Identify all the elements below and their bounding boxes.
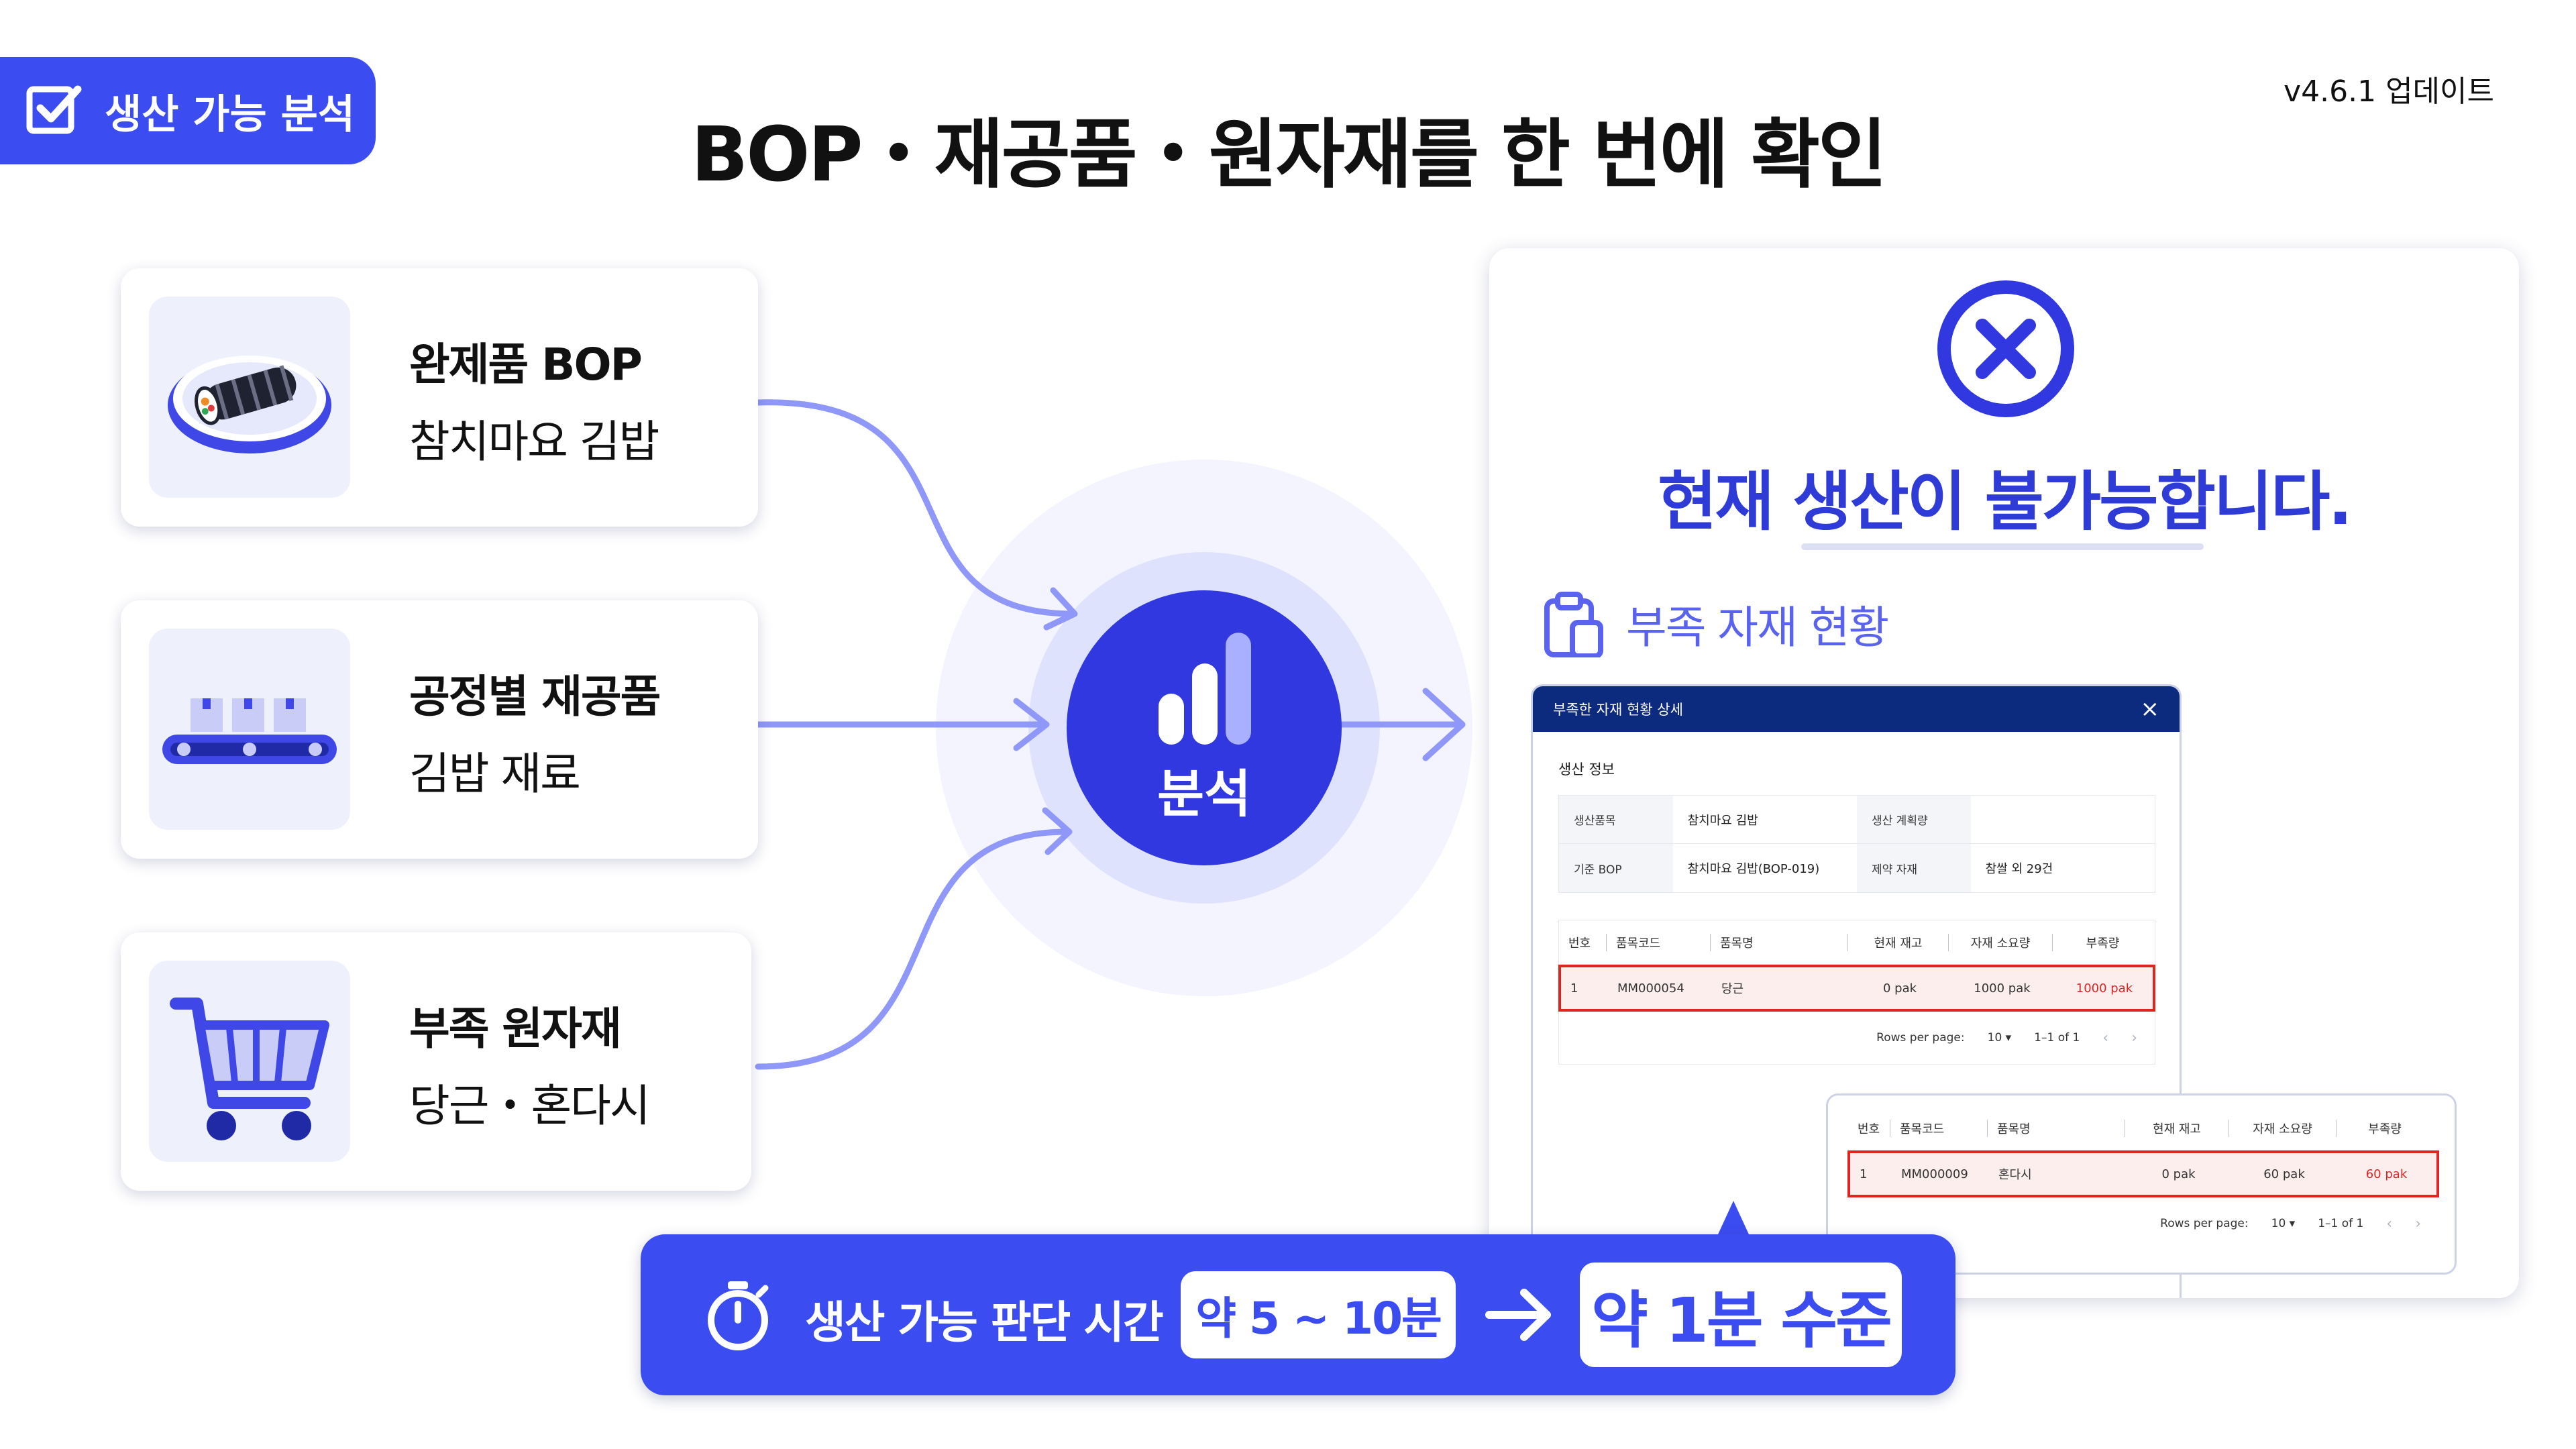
cell-no: 1 xyxy=(1570,981,1578,996)
page-range: 1–1 of 1 xyxy=(2034,1031,2080,1044)
table-row[interactable]: 1 MM000009 혼다시 0 pak 60 pak 60 pak xyxy=(1847,1150,2439,1197)
close-icon[interactable]: × xyxy=(2140,696,2160,722)
rows-per-page-value: 10 xyxy=(1987,1031,2002,1044)
shortage-table: 번호 품목코드 품목명 현재 재고 자재 소요량 부족량 1 MM000009 … xyxy=(1847,1106,2439,1250)
dialog-header: 부족한 자재 현황 상세 × xyxy=(1533,686,2180,732)
feature-badge: 생산 가능 분석 xyxy=(0,57,376,164)
conveyor-icon xyxy=(149,629,350,830)
cell-code: MM000054 xyxy=(1617,981,1684,996)
column-header: 현재 재고 xyxy=(2125,1119,2229,1137)
cell-stock: 0 pak xyxy=(2161,1167,2196,1181)
prev-page-icon[interactable]: ‹ xyxy=(2386,1215,2393,1232)
time-label: 생산 가능 판단 시간 xyxy=(805,1297,1164,1348)
input-title: 완제품 BOP xyxy=(409,339,643,390)
cell-required: 60 pak xyxy=(2263,1167,2305,1181)
result-panel: 현재 생산이 불가능합니다. 부족 자재 현황 부족한 자재 현황 상세 × 생… xyxy=(1489,248,2519,1298)
cell-no: 1 xyxy=(1860,1167,1868,1181)
status-text: 현재 생산이 불가능합니다. xyxy=(1658,464,2353,539)
time-comparison-bar: 생산 가능 판단 시간 약 5 ~ 10분 약 1분 수준 xyxy=(641,1234,1955,1395)
info-label: 제약 자재 xyxy=(1857,844,1971,892)
input-title: 부족 원자재 xyxy=(409,1003,622,1055)
rows-per-page-label: Rows per page: xyxy=(1876,1031,1965,1044)
info-label: 생산 계획량 xyxy=(1857,796,1971,843)
next-page-icon[interactable]: › xyxy=(2131,1029,2137,1046)
rows-per-page-select[interactable]: 10 ▾ xyxy=(2271,1217,2296,1230)
shortage-table: 번호 품목코드 품목명 현재 재고 자재 소요량 부족량 1 MM000054 … xyxy=(1558,920,2155,1065)
cell-name: 당근 xyxy=(1721,982,1744,996)
info-value: 참쌀 외 29건 xyxy=(1985,862,2053,876)
section-header: 부족 자재 현황 xyxy=(1542,590,1889,657)
clipboard-icon xyxy=(1544,592,1603,657)
input-subtitle: 참치마요 김밥 xyxy=(409,416,659,468)
rows-per-page-label: Rows per page: xyxy=(2160,1217,2249,1230)
column-header: 품목명 xyxy=(1710,933,1847,951)
info-section-title: 생산 정보 xyxy=(1558,761,1615,777)
column-header: 부족량 xyxy=(2052,933,2153,951)
column-header: 자재 소요량 xyxy=(2229,1119,2336,1137)
info-value xyxy=(1971,796,2155,843)
cell-shortage: 1000 pak xyxy=(2076,981,2133,996)
table-header: 번호 품목코드 품목명 현재 재고 자재 소요량 부족량 xyxy=(1559,920,2155,965)
info-value: 참치마요 김밥 xyxy=(1687,813,1758,828)
cell-code: MM000009 xyxy=(1901,1167,1968,1181)
input-subtitle: 김밥 재료 xyxy=(409,748,581,800)
section-title: 부족 자재 현황 xyxy=(1626,602,1889,653)
input-subtitle: 당근・혼다시 xyxy=(409,1080,651,1132)
input-card-bop: 완제품 BOP 참치마요 김밥 xyxy=(121,268,758,527)
table-row[interactable]: 1 MM000054 당근 0 pak 1000 pak 1000 pak xyxy=(1558,965,2155,1012)
dropdown-caret-icon: ▾ xyxy=(2005,1031,2012,1044)
divider xyxy=(1801,543,2204,550)
x-circle-icon xyxy=(1937,280,2074,417)
info-label: 생산품목 xyxy=(1559,796,1673,843)
prev-page-icon[interactable]: ‹ xyxy=(2102,1029,2109,1046)
pagination: Rows per page: 10 ▾ 1–1 of 1 ‹ › xyxy=(1848,1197,2438,1250)
input-card-material: 부족 원자재 당근・혼다시 xyxy=(121,932,751,1191)
input-card-wip: 공정별 재공품 김밥 재료 xyxy=(121,600,758,859)
column-header: 품목코드 xyxy=(1890,1119,1987,1137)
cell-name: 혼다시 xyxy=(1998,1168,2032,1182)
checkbox-icon xyxy=(26,85,82,134)
analysis-hub: 분석 xyxy=(1067,590,1342,865)
gimbap-icon xyxy=(149,297,350,498)
production-info: 생산품목 참치마요 김밥 생산 계획량 기준 BOP 참치마요 김밥(BOP-0… xyxy=(1558,795,2155,893)
rows-per-page-select[interactable]: 10 ▾ xyxy=(1988,1031,2012,1044)
stopwatch-icon xyxy=(708,1281,769,1350)
page-title: BOP・재공품・원자재를 한 번에 확인 xyxy=(690,111,1887,199)
table-header: 번호 품목코드 품목명 현재 재고 자재 소요량 부족량 xyxy=(1848,1106,2438,1150)
info-label: 기준 BOP xyxy=(1559,844,1673,892)
arrow-right-icon xyxy=(1485,1289,1551,1341)
column-header: 현재 재고 xyxy=(1847,933,1948,951)
badge-label: 생산 가능 분석 xyxy=(105,91,355,138)
column-header: 부족량 xyxy=(2336,1119,2433,1137)
dialog-title: 부족한 자재 현황 상세 xyxy=(1553,702,1683,718)
column-header: 자재 소요량 xyxy=(1948,933,2052,951)
time-after: 약 1분 수준 xyxy=(1580,1263,1902,1367)
cart-icon xyxy=(149,961,350,1162)
version-label: v4.6.1 업데이트 xyxy=(2284,74,2494,109)
info-value: 참치마요 김밥(BOP-019) xyxy=(1687,862,1820,876)
bar-chart-icon xyxy=(1159,632,1251,745)
pagination: Rows per page: 10 ▾ 1–1 of 1 ‹ › xyxy=(1559,1012,2155,1064)
cell-shortage: 60 pak xyxy=(2365,1167,2408,1181)
column-header: 번호 xyxy=(1858,1122,1880,1136)
page-range: 1–1 of 1 xyxy=(2318,1217,2364,1230)
dropdown-caret-icon: ▾ xyxy=(2289,1217,2296,1230)
input-title: 공정별 재공품 xyxy=(409,671,661,722)
cell-required: 1000 pak xyxy=(1974,981,2031,996)
time-before: 약 5 ~ 10분 xyxy=(1181,1271,1456,1358)
column-header: 품목코드 xyxy=(1606,933,1710,951)
cell-stock: 0 pak xyxy=(1882,981,1917,996)
column-header: 품목명 xyxy=(1987,1119,2125,1137)
hub-label: 분석 xyxy=(1157,763,1251,824)
rows-per-page-value: 10 xyxy=(2271,1217,2286,1230)
next-page-icon[interactable]: › xyxy=(2415,1215,2421,1232)
column-header: 번호 xyxy=(1568,936,1591,951)
